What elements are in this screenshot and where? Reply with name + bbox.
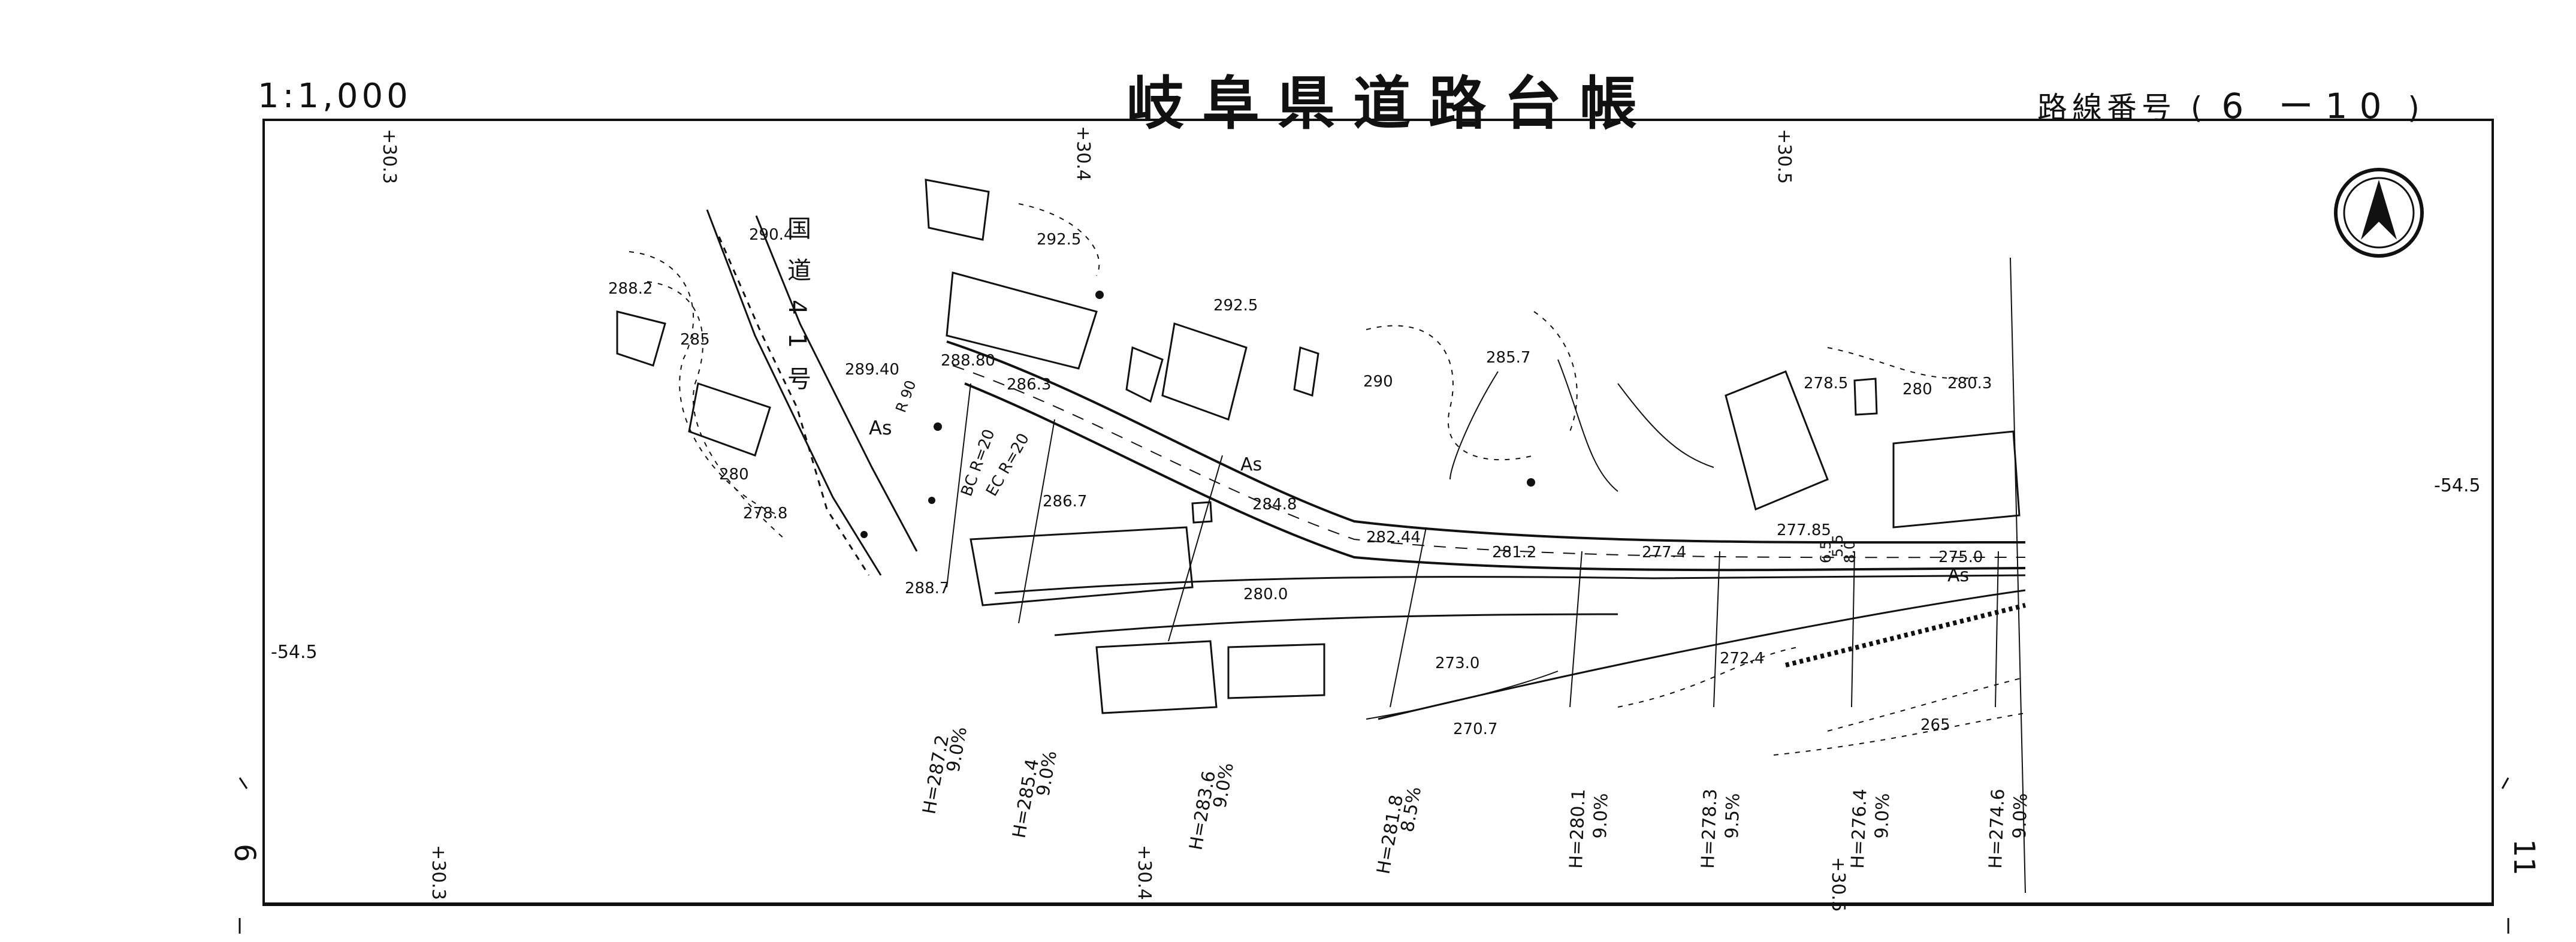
spot-heights: 288.2 290.4 285 289.40 288.80 286.3 292.…	[608, 226, 1992, 738]
surface-label: As	[1947, 565, 1969, 586]
grade-percent: 9.0%	[1871, 793, 1894, 839]
spot-height: 292.5	[1037, 231, 1081, 249]
spot-height: 278.8	[743, 505, 787, 523]
width-label: 6.5	[1817, 541, 1834, 563]
right-sheet-mark: 11	[2507, 839, 2541, 875]
grade-height: H=276.4	[1847, 789, 1871, 869]
prefectural-road	[946, 340, 2026, 572]
national-road-name: 国道41号	[783, 216, 811, 408]
grade-height: H=278.3	[1698, 789, 1722, 869]
grade-percent: 9.5%	[1722, 793, 1744, 839]
grade-leaders	[946, 383, 1999, 708]
grade-percent: 9.0%	[2009, 793, 2032, 839]
map-scale: 1:1,000	[258, 77, 412, 116]
curve-label: R 90	[892, 378, 919, 415]
grade-labels: H=287.2 9.0% H=285.4 9.0% H=283.6 9.0% H…	[919, 725, 2031, 875]
grade-percent: 8.5%	[1397, 785, 1426, 834]
spot-height: 270.7	[1453, 720, 1497, 738]
map-frame	[262, 119, 2494, 906]
surface-label: As	[1240, 454, 1262, 475]
route-paren-close: )	[2408, 90, 2424, 125]
spot-height: 292.5	[1213, 297, 1258, 315]
route-paren-open: (	[2190, 90, 2207, 125]
spot-height: 288.80	[941, 352, 995, 370]
station-mark: +30.5	[1828, 857, 1849, 912]
left-sheet-mark: 6	[228, 844, 261, 862]
spot-height: 290.4	[749, 226, 793, 244]
buildings	[616, 179, 2021, 714]
spot-height: 286.3	[1007, 376, 1051, 394]
survey-points	[860, 291, 1535, 538]
spot-height: 280.0	[1243, 585, 1288, 603]
spot-height: 288.7	[905, 579, 949, 597]
surface-label: As	[869, 416, 892, 439]
spot-height: 285.7	[1486, 349, 1530, 367]
spot-height: 290	[1363, 373, 1393, 391]
spot-height: 265	[1920, 716, 1950, 734]
offset-mark: -54.5	[271, 642, 318, 663]
width-label: 8.0	[1841, 541, 1858, 563]
hachure-slopes	[1366, 359, 1714, 720]
spot-height: 277.4	[1642, 544, 1686, 561]
grade-percent: 9.0%	[1590, 793, 1612, 839]
national-route-41	[706, 209, 918, 576]
sheet-match-line	[2010, 257, 2026, 893]
station-mark: +30.3	[379, 129, 400, 184]
grade-height: H=274.6	[1985, 789, 2009, 869]
spot-height: 288.2	[608, 280, 653, 298]
retaining-wall	[994, 574, 2026, 720]
spot-height: 273.0	[1435, 654, 1479, 672]
station-mark: +30.3	[428, 845, 449, 900]
spot-height: 282.44	[1366, 529, 1421, 547]
grade-height: H=280.1	[1566, 789, 1590, 869]
map-title: 岐阜県道路台帳	[1127, 70, 1655, 137]
station-mark: +30.5	[1774, 129, 1795, 184]
spot-height: 275.0	[1938, 548, 1983, 566]
ridge-hatch	[1785, 603, 2026, 668]
spot-height: 289.40	[845, 361, 899, 379]
spot-height: 280	[719, 466, 749, 484]
grade-percent: 9.0%	[1032, 749, 1061, 798]
spot-height: 280	[1902, 381, 1932, 398]
width-label: 5.5	[1829, 535, 1846, 557]
grade-percent: 9.0%	[943, 725, 971, 774]
spot-height: 285	[680, 331, 710, 349]
spot-height: 277.85	[1777, 521, 1831, 539]
offset-mark: -54.5	[2434, 475, 2481, 496]
spot-height: 278.5	[1804, 375, 1848, 393]
spot-height: 286.7	[1043, 493, 1087, 511]
station-mark: +30.4	[1073, 126, 1094, 181]
spot-height: 281.2	[1492, 544, 1536, 561]
spot-height: 284.8	[1252, 496, 1297, 514]
spot-height: 280.3	[1947, 375, 1992, 393]
spot-height: 272.4	[1720, 650, 1764, 668]
north-arrow-icon	[2334, 168, 2424, 258]
station-mark: +30.4	[1134, 845, 1155, 900]
grade-percent: 9.0%	[1209, 761, 1238, 810]
contour-lines	[629, 203, 2026, 756]
